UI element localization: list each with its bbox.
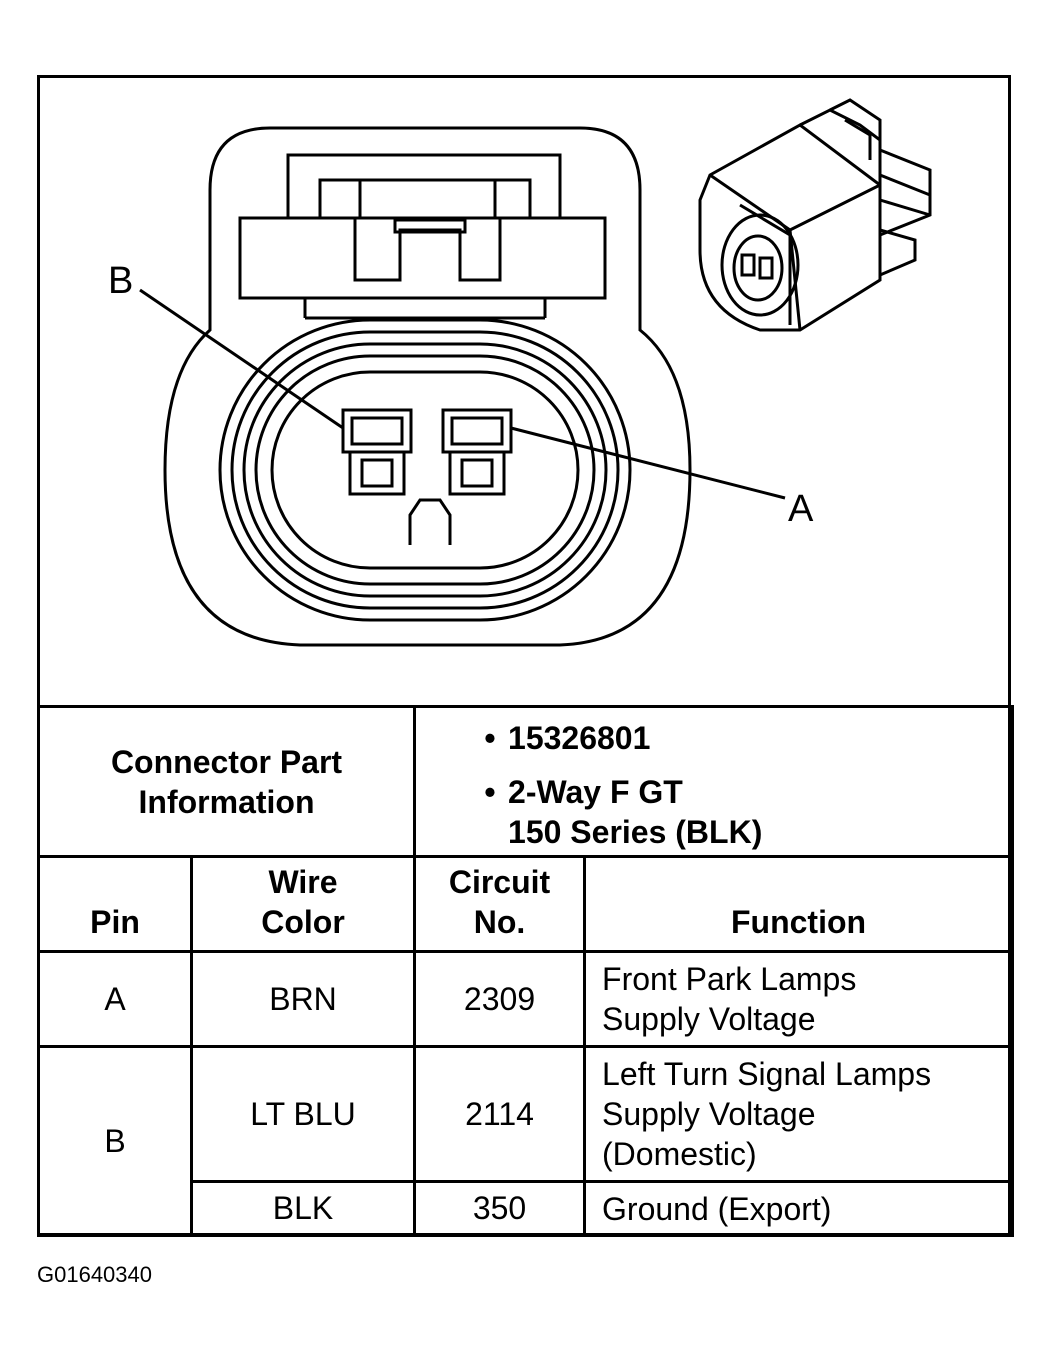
connector-drawing xyxy=(139,98,932,647)
connector-type-line1: 2-Way F GT xyxy=(508,774,683,810)
label-b: B xyxy=(108,260,134,302)
seal-ring-3 xyxy=(242,342,608,598)
part-info-heading: Connector Part Information xyxy=(36,705,417,858)
circuit-cell: 350 xyxy=(413,1180,587,1237)
table-row: A BRN 2309 Front Park Lamps Supply Volta… xyxy=(37,950,1015,1048)
bullet-dot: • xyxy=(484,774,496,810)
figure-code: G01640340 xyxy=(37,1262,152,1287)
latch-top xyxy=(286,153,562,218)
part-info-details: • 15326801 • 2-Way F GT 150 Series (BLK) xyxy=(413,705,1015,858)
pin-cell: A xyxy=(37,950,193,1048)
seal-ring-1 xyxy=(218,318,632,622)
wire-color-cell: BRN xyxy=(189,950,417,1048)
circuit-cell: 2114 xyxy=(413,1045,587,1183)
label-a: A xyxy=(788,488,814,530)
table-row: BLK 350 Ground (Export) xyxy=(39,1180,1015,1237)
function-cell: Front Park Lamps Supply Voltage xyxy=(583,950,1015,1048)
header-pin: Pin xyxy=(37,855,193,953)
part-number: 15326801 xyxy=(508,720,651,756)
connector-series: 150 Series (BLK) xyxy=(472,812,1011,852)
table-row: B LT BLU 2114 Left Turn Signal Lamps Sup… xyxy=(37,1045,1015,1237)
wire-color-cell: BLK xyxy=(189,1180,417,1237)
pin-cell: B xyxy=(37,1045,193,1237)
circuit-cell: 2309 xyxy=(413,950,587,1048)
column-header-row: Pin Wire Color Circuit No. Function xyxy=(37,855,1015,953)
connector-housing-outline xyxy=(163,126,692,647)
part-info-heading-line1: Connector Part xyxy=(110,743,343,780)
part-info-row: Connector Part Information • 15326801 • … xyxy=(36,705,1015,858)
latch-frame xyxy=(238,216,607,300)
header-circuit-no: Circuit No. xyxy=(413,855,587,953)
polarization-key xyxy=(408,498,452,545)
connector-type-bullet: • 2-Way F GT xyxy=(472,772,1011,812)
latch-inner xyxy=(318,178,532,218)
header-wire-color: Wire Color xyxy=(189,855,417,953)
terminal-b xyxy=(341,408,413,496)
connector-type-line2: 150 Series (BLK) xyxy=(508,814,763,850)
seal-ring-5 xyxy=(270,370,580,570)
function-cell: Ground (Export) xyxy=(583,1180,1015,1237)
part-number-bullet: • 15326801 xyxy=(472,718,1011,758)
bullet-dot: • xyxy=(484,720,496,756)
connector-info-table: Connector Part Information • 15326801 • … xyxy=(36,705,1015,1237)
wire-color-cell: LT BLU xyxy=(189,1045,417,1183)
function-cell: Left Turn Signal Lamps Supply Voltage (D… xyxy=(583,1045,1015,1183)
header-function: Function xyxy=(583,855,1015,953)
seal-ring-2 xyxy=(230,330,620,610)
seal-ring-4 xyxy=(254,354,596,586)
terminal-a xyxy=(441,408,513,496)
leader-line-b xyxy=(139,288,344,430)
leader-line-a xyxy=(510,426,786,500)
connector-iso-view xyxy=(698,98,932,332)
part-info-heading-line2: Information xyxy=(138,783,315,820)
